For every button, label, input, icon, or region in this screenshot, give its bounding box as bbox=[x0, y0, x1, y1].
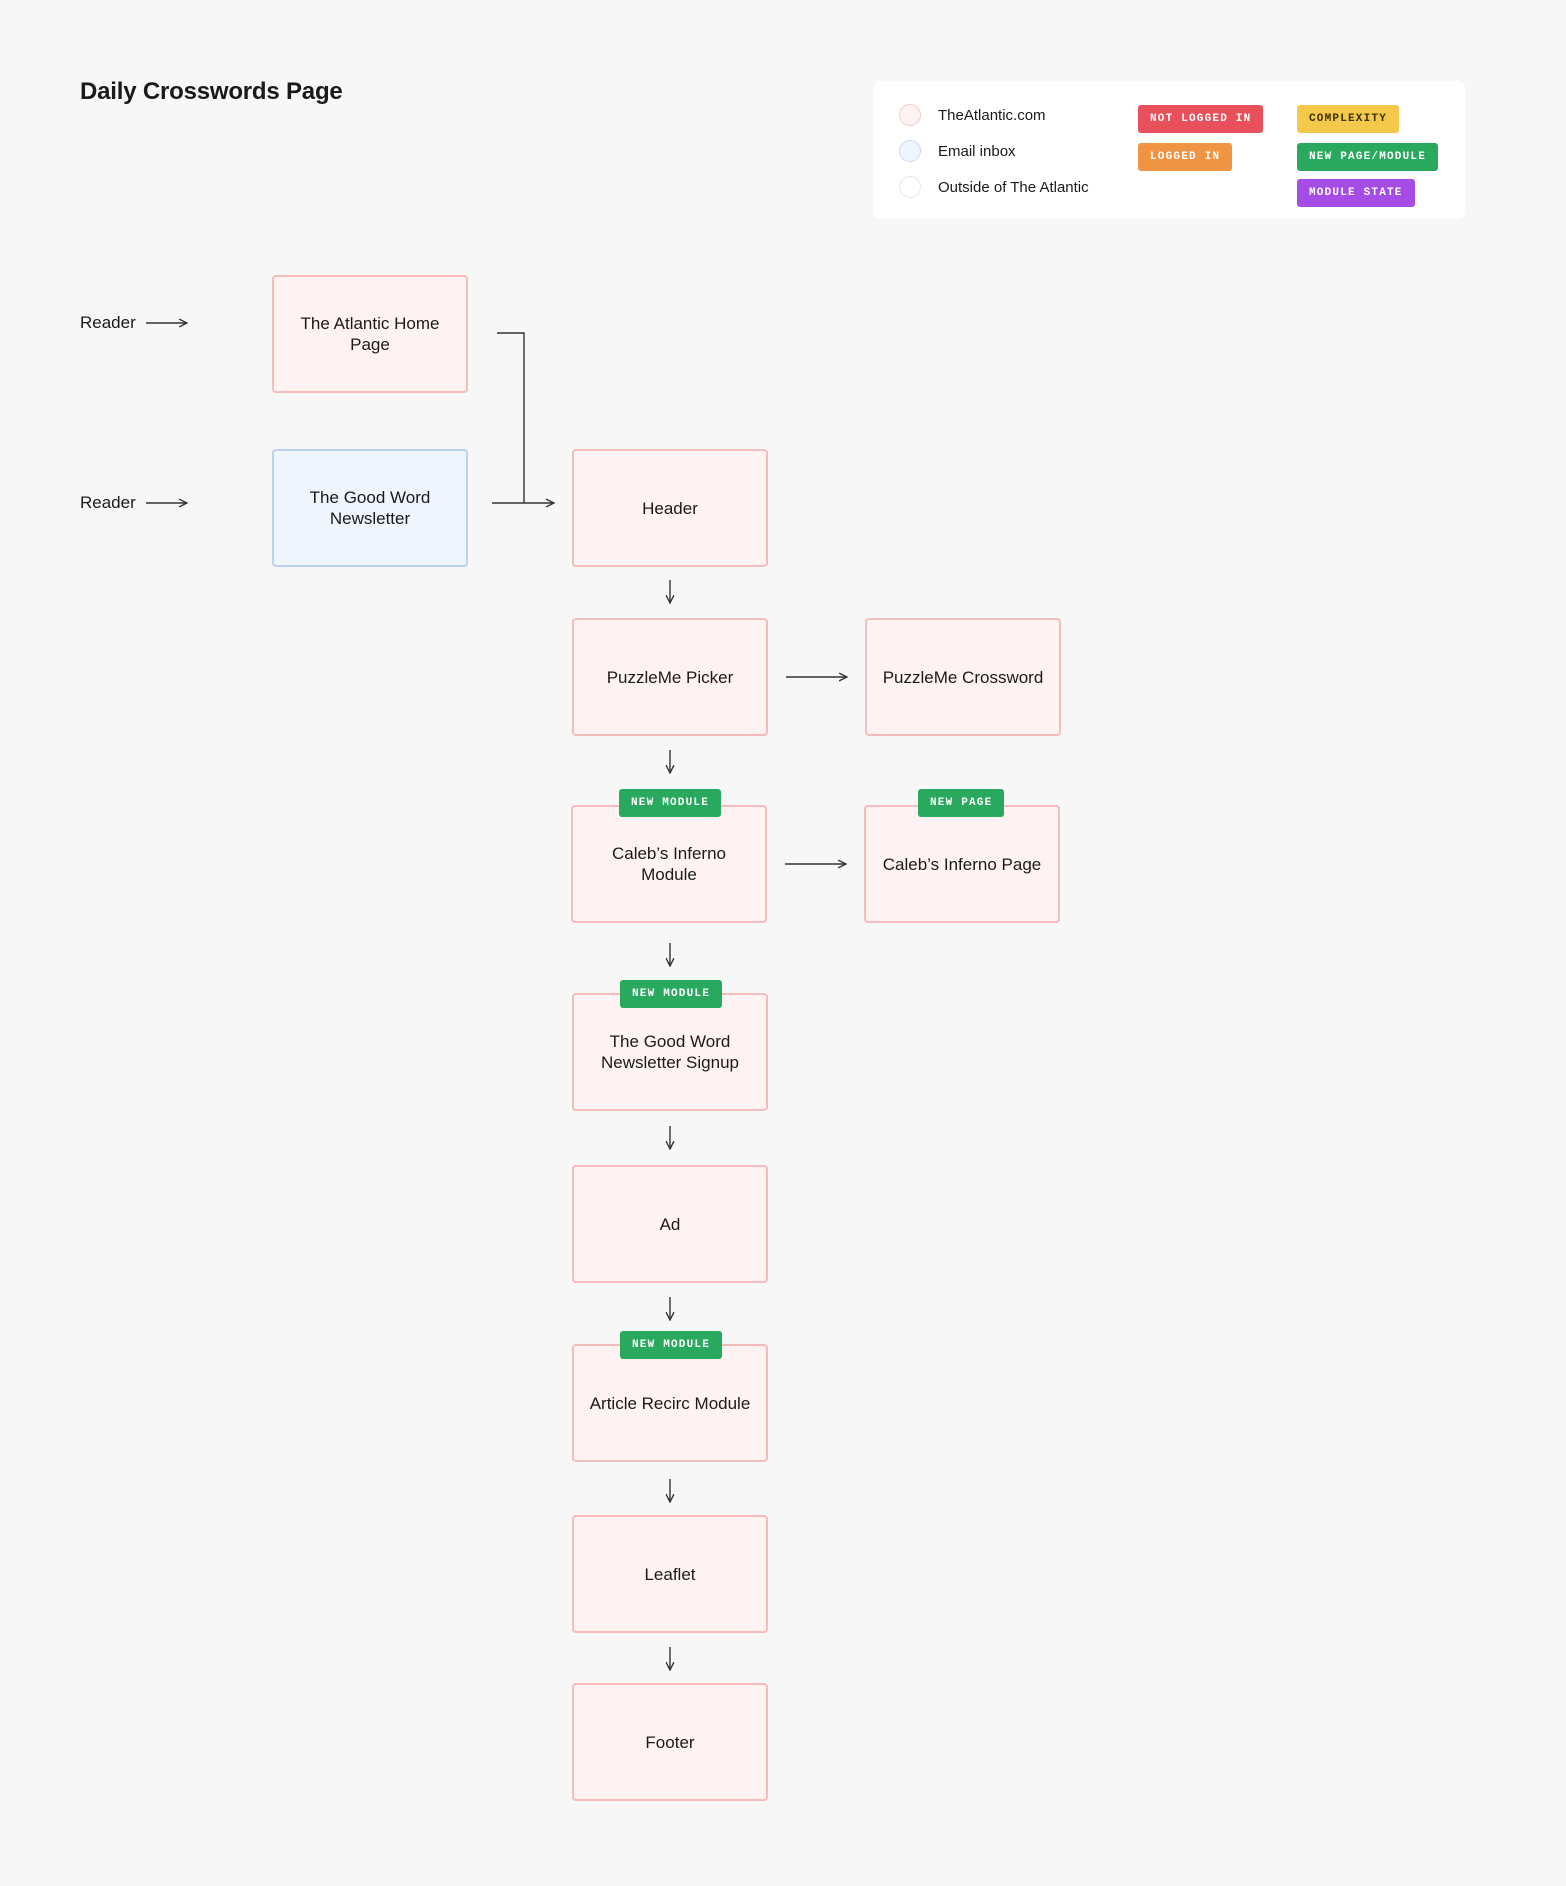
page-title: Daily Crosswords Page bbox=[80, 78, 343, 105]
node-footer: Footer bbox=[572, 1683, 768, 1801]
tag-not-logged-in: NOT LOGGED IN bbox=[1138, 105, 1264, 133]
node-label: PuzzleMe Crossword bbox=[882, 667, 1044, 687]
legend: TheAtlantic.com Email inbox Outside of T… bbox=[873, 81, 1465, 219]
home-to-header-connector bbox=[497, 332, 525, 503]
node-puzzleme-crossword: PuzzleMe Crossword bbox=[865, 618, 1061, 736]
node-newsletter-signup: The Good Word Newsletter Signup bbox=[572, 993, 768, 1111]
tag-complexity: COMPLEXITY bbox=[1297, 105, 1400, 133]
node-atlantic-home-page: The Atlantic Home Page bbox=[272, 275, 468, 393]
legend-item-theatlantic: TheAtlantic.com bbox=[899, 103, 1046, 127]
node-label: PuzzleMe Picker bbox=[606, 667, 734, 687]
node-leaflet: Leaflet bbox=[572, 1515, 768, 1633]
reader-label: Reader bbox=[80, 313, 136, 332]
tag-module-state: MODULE STATE bbox=[1297, 179, 1415, 207]
badge-new-page: NEW PAGE bbox=[918, 789, 1005, 817]
tag-new-page-module: NEW PAGE/MODULE bbox=[1297, 143, 1439, 171]
node-calebs-inferno-module: Caleb’s Inferno Module bbox=[571, 805, 767, 923]
node-label: Caleb’s Inferno Page bbox=[882, 854, 1042, 874]
legend-item-outside: Outside of The Atlantic bbox=[899, 175, 1089, 199]
badge-new-module: NEW MODULE bbox=[620, 980, 723, 1008]
node-puzzleme-picker: PuzzleMe Picker bbox=[572, 618, 768, 736]
outside-swatch bbox=[899, 176, 921, 198]
node-article-recirc-module: Article Recirc Module bbox=[572, 1344, 768, 1462]
node-label: Caleb’s Inferno Module bbox=[611, 844, 727, 884]
reader-label: Reader bbox=[80, 493, 136, 512]
node-label: Footer bbox=[645, 1732, 695, 1752]
legend-label: Outside of The Atlantic bbox=[938, 178, 1089, 196]
email-swatch bbox=[899, 140, 921, 162]
legend-label: TheAtlantic.com bbox=[938, 106, 1046, 124]
node-label: The Atlantic Home Page bbox=[300, 314, 440, 354]
node-label: Header bbox=[642, 498, 698, 518]
legend-item-email: Email inbox bbox=[899, 139, 1016, 163]
theatlantic-swatch bbox=[899, 104, 921, 126]
badge-new-module: NEW MODULE bbox=[619, 789, 722, 817]
node-good-word-newsletter: The Good Word Newsletter bbox=[272, 449, 468, 567]
node-label: The Good Word Newsletter Signup bbox=[601, 1032, 739, 1072]
node-label: The Good Word Newsletter bbox=[309, 488, 431, 528]
node-ad: Ad bbox=[572, 1165, 768, 1283]
node-label: Article Recirc Module bbox=[589, 1393, 751, 1413]
node-label: Leaflet bbox=[644, 1564, 696, 1584]
tag-logged-in: LOGGED IN bbox=[1138, 143, 1233, 171]
node-calebs-inferno-page: Caleb’s Inferno Page bbox=[864, 805, 1060, 923]
badge-new-module: NEW MODULE bbox=[620, 1331, 723, 1359]
node-label: Ad bbox=[659, 1214, 681, 1234]
node-header: Header bbox=[572, 449, 768, 567]
legend-label: Email inbox bbox=[938, 142, 1016, 160]
